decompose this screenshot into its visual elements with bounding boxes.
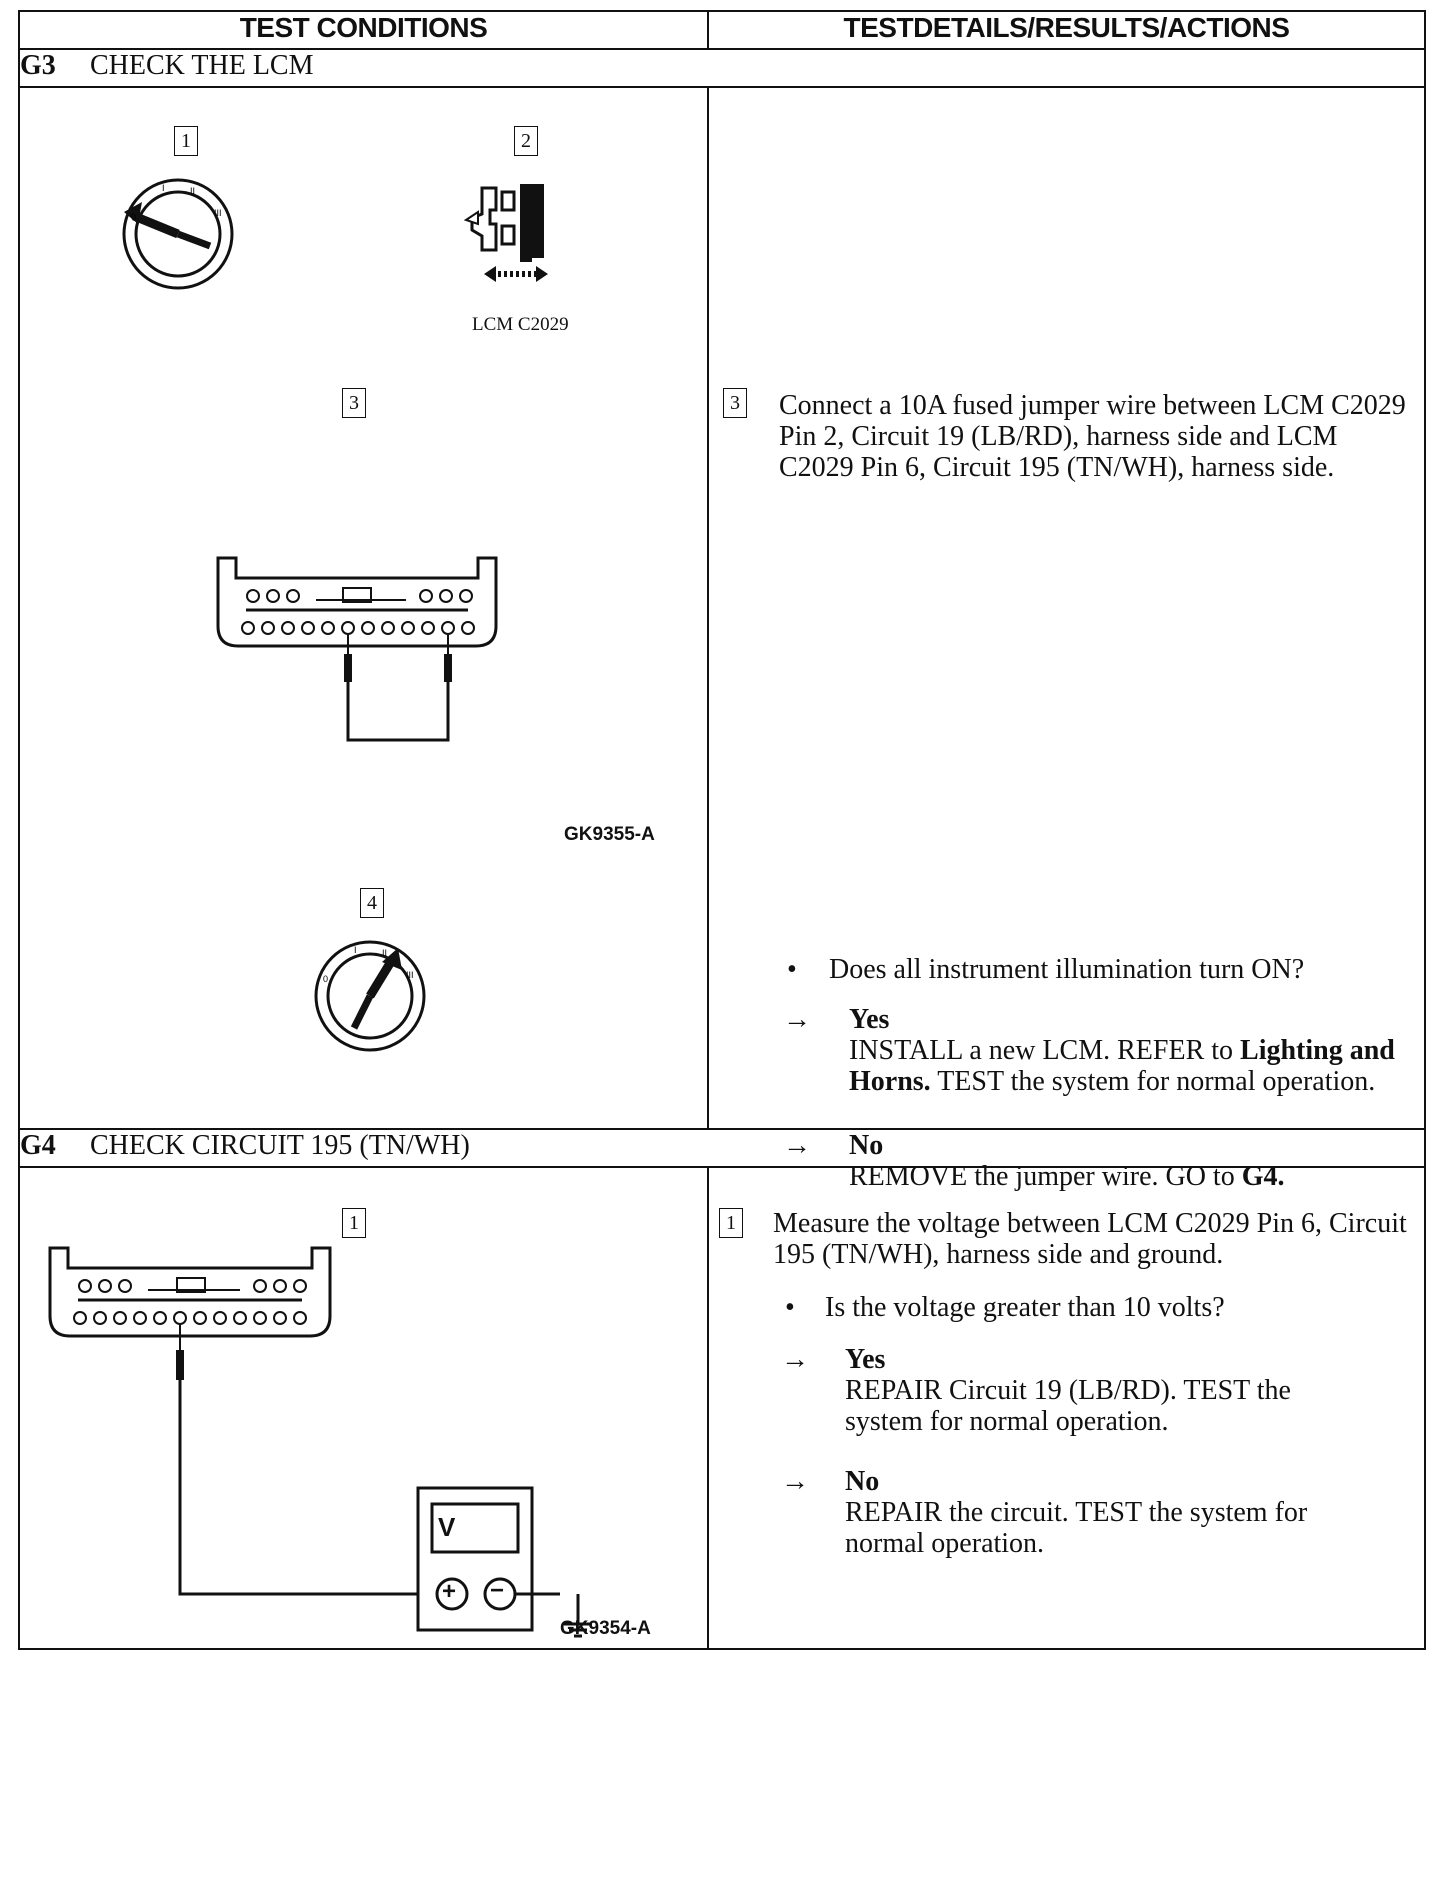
g3-yes-text-1: INSTALL a new LCM. REFER to bbox=[849, 1035, 1234, 1066]
header-test-conditions: TEST CONDITIONS bbox=[18, 10, 709, 50]
g4-yes-label: Yes bbox=[845, 1344, 886, 1375]
g4-details-cell: 1 Measure the voltage between LCM C2029 … bbox=[707, 1166, 1426, 1650]
g3-step3-text: Connect a 10A fused jumper wire between … bbox=[779, 390, 1406, 483]
svg-text:0: 0 bbox=[131, 212, 136, 222]
connector-disconnect-icon bbox=[463, 184, 548, 282]
g4-conditions-cell: 1 bbox=[18, 1166, 709, 1650]
svg-text:0: 0 bbox=[323, 974, 328, 984]
g4-step-text: Measure the voltage between LCM C2029 Pi… bbox=[773, 1208, 1407, 1270]
g4-figure-id: GK9354-A bbox=[560, 1618, 651, 1639]
g3-no-label: No bbox=[849, 1130, 884, 1161]
g4-no-label: No bbox=[845, 1466, 880, 1497]
g3-no-arrow: → bbox=[783, 1130, 811, 1161]
g4-yes-arrow: → bbox=[781, 1344, 809, 1375]
g3-step3-box: 3 bbox=[342, 388, 366, 418]
section-g3-title: CHECK THE LCM bbox=[90, 50, 314, 81]
svg-text:II: II bbox=[382, 948, 387, 958]
g4-detail-step1-box: 1 bbox=[719, 1208, 743, 1238]
g4-question: Is the voltage greater than 10 volts? bbox=[825, 1292, 1225, 1323]
service-procedure-sheet: TEST CONDITIONS TESTDETAILS/RESULTS/ACTI… bbox=[18, 10, 1426, 1880]
g3-question-bullet: • bbox=[787, 954, 797, 985]
test-table: TEST CONDITIONS TESTDETAILS/RESULTS/ACTI… bbox=[18, 10, 1426, 1650]
g3-step4-box: 4 bbox=[360, 888, 384, 918]
section-g3-heading: G3 CHECK THE LCM bbox=[18, 48, 1426, 88]
ignition-switch-off-icon: 0 I II III bbox=[122, 178, 234, 290]
meter-plus-terminal: + bbox=[442, 1578, 457, 1605]
section-g4-title: CHECK CIRCUIT 195 (TN/WH) bbox=[90, 1130, 470, 1161]
voltage-measurement-diagram bbox=[48, 1246, 560, 1632]
g4-question-bullet: • bbox=[785, 1292, 795, 1323]
g4-step1-box: 1 bbox=[342, 1208, 366, 1238]
meter-minus-terminal: − bbox=[490, 1577, 505, 1604]
section-g3-id: G3 bbox=[20, 50, 56, 81]
g3-step1-box: 1 bbox=[174, 126, 198, 156]
ground-icon bbox=[564, 1594, 592, 1638]
g3-detail-step3-box: 3 bbox=[723, 388, 747, 418]
g4-no-arrow: → bbox=[781, 1466, 809, 1497]
g3-yes-label: Yes bbox=[849, 1004, 890, 1035]
section-g4-id: G4 bbox=[20, 1130, 56, 1161]
g3-details-cell: 3 Connect a 10A fused jumper wire betwee… bbox=[707, 86, 1426, 1192]
g3-yes-text-2: TEST the system for normal operation. bbox=[937, 1066, 1376, 1097]
g3-yes-reference: Lighting and Horns. bbox=[849, 1035, 1395, 1097]
svg-text:II: II bbox=[190, 186, 195, 196]
g3-conditions-cell: 1 0 I II III 2 bbox=[18, 86, 709, 1130]
header-test-details: TESTDETAILS/RESULTS/ACTIONS bbox=[707, 10, 1426, 50]
svg-text:III: III bbox=[406, 970, 414, 980]
g4-no-text: REPAIR the circuit. TEST the system for … bbox=[845, 1497, 1308, 1559]
g3-yes-arrow: → bbox=[783, 1004, 811, 1035]
g3-figure-id: GK9355-A bbox=[564, 824, 655, 845]
connector-label: LCM C2029 bbox=[472, 314, 569, 335]
g4-yes-text: REPAIR Circuit 19 (LB/RD). TEST the syst… bbox=[845, 1375, 1291, 1437]
g3-step2-box: 2 bbox=[514, 126, 538, 156]
section-g4-heading: G4 CHECK CIRCUIT 195 (TN/WH) bbox=[18, 1128, 1426, 1168]
g3-question: Does all instrument illumination turn ON… bbox=[829, 954, 1305, 985]
g3-yes-action: INSTALL a new LCM. REFER to Lighting and… bbox=[849, 1035, 1409, 1097]
ignition-switch-run-icon: 0 I II III bbox=[314, 940, 426, 1052]
svg-text:III: III bbox=[214, 208, 222, 218]
meter-display-label: V bbox=[438, 1512, 456, 1542]
svg-text:I: I bbox=[354, 945, 357, 955]
lcm-connector-jumper-diagram bbox=[216, 556, 498, 742]
svg-text:I: I bbox=[162, 183, 165, 193]
